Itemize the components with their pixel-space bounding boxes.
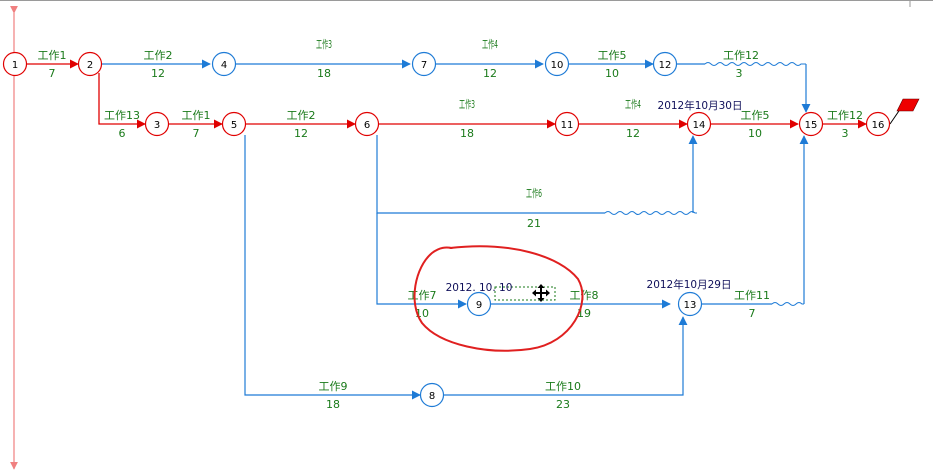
- activity-name: 工作3: [316, 38, 332, 51]
- arrow-2-3[interactable]: [98, 73, 146, 129]
- node-16[interactable]: 16: [865, 111, 891, 137]
- date-label-node-13: 2012年10月29日: [647, 278, 732, 291]
- drag-ghost-box: [494, 286, 556, 301]
- free-float-wave-12-15: [704, 62, 806, 66]
- activity-duration: 21: [527, 217, 541, 230]
- node-label: 5: [231, 120, 237, 131]
- node-14[interactable]: 14: [686, 111, 712, 137]
- node-13[interactable]: 13: [677, 291, 703, 317]
- activity-duration: 12: [151, 67, 165, 80]
- free-float-wave-6-14: [604, 211, 697, 215]
- node-7[interactable]: 7: [411, 51, 437, 77]
- activity-duration: 7: [193, 127, 200, 140]
- arrow-6-14-solid[interactable]: [376, 135, 605, 214]
- activity-duration: 6: [119, 127, 126, 140]
- activity-name: 工作5: [598, 49, 627, 62]
- activity-name: 工作9: [319, 380, 348, 393]
- annotation-circle: [413, 245, 584, 352]
- arrow-8-13[interactable]: [444, 316, 688, 396]
- node-label: 10: [551, 60, 564, 71]
- activity-duration: 3: [842, 127, 849, 140]
- activity-name: 工作12: [723, 49, 759, 62]
- drag-date-tooltip: 2012. 10. 10: [446, 282, 513, 294]
- activity-name: 工作13: [104, 109, 140, 122]
- node-label: 16: [872, 120, 885, 131]
- node-5[interactable]: 5: [221, 111, 247, 137]
- node-2[interactable]: 2: [77, 51, 103, 77]
- activity-name: 工作5: [741, 109, 770, 122]
- node-1[interactable]: 1: [2, 51, 28, 77]
- node-label: 13: [684, 300, 697, 311]
- node-9[interactable]: 9: [466, 291, 492, 317]
- activity-duration: 10: [605, 67, 619, 80]
- node-3[interactable]: 3: [144, 111, 170, 137]
- node-label: 9: [476, 300, 482, 311]
- activity-name: 工作6: [526, 187, 542, 200]
- activity-name: 工作7: [408, 289, 437, 302]
- activity-duration: 3: [736, 67, 743, 80]
- activity-name: 工作2: [144, 49, 173, 62]
- activity-name: 工作1: [182, 109, 211, 122]
- node-label: 12: [659, 60, 672, 71]
- activity-duration: 12: [483, 67, 497, 80]
- activity-duration: 7: [49, 67, 56, 80]
- date-label-node-14: 2012年10月30日: [658, 99, 743, 112]
- activity-duration: 18: [460, 127, 474, 140]
- node-10[interactable]: 10: [544, 51, 570, 77]
- activity-duration: 18: [317, 67, 331, 80]
- activity-name: 工作11: [734, 289, 770, 302]
- node-label: 15: [805, 120, 818, 131]
- node-label: 1: [12, 60, 18, 71]
- arrow-5-8[interactable]: [244, 135, 421, 400]
- node-label: 3: [154, 120, 160, 131]
- node-11[interactable]: 11: [554, 111, 580, 137]
- node-15[interactable]: 15: [798, 111, 824, 137]
- activity-name: 工作4: [625, 98, 641, 111]
- activity-name: 工作12: [827, 109, 863, 122]
- node-8[interactable]: 8: [419, 382, 445, 408]
- node-4[interactable]: 4: [211, 51, 237, 77]
- node-6[interactable]: 6: [354, 111, 380, 137]
- node-label: 2: [87, 60, 93, 71]
- node-label: 14: [693, 120, 706, 131]
- activity-name: 工作4: [482, 38, 498, 51]
- activity-name: 工作10: [545, 380, 581, 393]
- node-12[interactable]: 12: [652, 51, 678, 77]
- activity-duration: 18: [326, 398, 340, 411]
- move-cursor-icon: [532, 284, 550, 302]
- activity-duration: 12: [294, 127, 308, 140]
- node-label: 11: [561, 120, 574, 131]
- free-float-wave-13-15: [771, 302, 804, 306]
- activity-duration: 10: [748, 127, 762, 140]
- arrow-6-9[interactable]: [376, 213, 467, 309]
- activity-duration: 23: [556, 398, 570, 411]
- activity-duration: 7: [749, 307, 756, 320]
- node-label: 6: [364, 120, 370, 131]
- activity-name: 工作8: [570, 289, 599, 302]
- activity-duration: 12: [626, 127, 640, 140]
- flag-icon: [896, 98, 920, 112]
- activity-name: 工作3: [459, 98, 475, 111]
- activity-name: 工作1: [38, 49, 67, 62]
- node-label: 4: [221, 60, 227, 71]
- node-label: 8: [429, 391, 435, 402]
- activity-name: 工作2: [287, 109, 316, 122]
- node-label: 7: [421, 60, 427, 71]
